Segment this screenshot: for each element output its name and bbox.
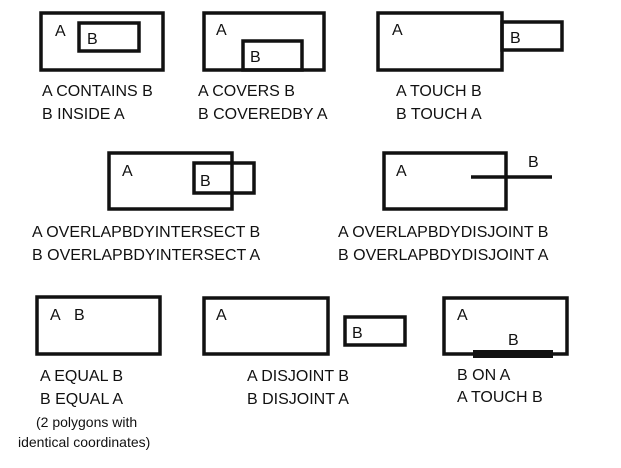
polygon-b xyxy=(343,315,407,347)
panel-overlap-intersect: A B A OVERLAPBDYINTERSECT B B OVERLAPBDY… xyxy=(32,151,261,264)
caption-line-2: B OVERLAPBDYDISJOINT A xyxy=(338,247,549,264)
caption-line-1: A OVERLAPBDYDISJOINT B xyxy=(338,224,548,241)
panel-disjoint: A B A DISJOINT B B DISJOINT A xyxy=(202,296,407,408)
label-a: A xyxy=(392,22,403,39)
caption-line-1: A DISJOINT B xyxy=(247,368,349,385)
label-b: B xyxy=(510,30,521,47)
caption-line-2: B OVERLAPBDYINTERSECT A xyxy=(32,247,261,264)
panel-covers: A B A COVERS B B COVEREDBY A xyxy=(198,11,328,123)
polygon-a-and-b xyxy=(35,295,162,356)
label-b: B xyxy=(87,31,98,48)
line-b xyxy=(473,350,553,358)
note-line-1: (2 polygons with xyxy=(36,414,137,430)
caption-line-2: B DISJOINT A xyxy=(247,391,349,408)
panel-equal: A B A EQUAL B B EQUAL A (2 polygons with… xyxy=(18,295,162,450)
caption-line-2: B INSIDE A xyxy=(42,106,125,123)
label-b: B xyxy=(74,307,85,324)
polygon-a xyxy=(382,151,508,211)
polygon-b xyxy=(500,20,564,52)
label-a: A xyxy=(50,307,61,324)
panel-contains: A B A CONTAINS B B INSIDE A xyxy=(39,11,165,123)
panel-touch: A B A TOUCH B B TOUCH A xyxy=(376,11,564,123)
caption-line-1: A CONTAINS B xyxy=(42,83,153,100)
polygon-b xyxy=(192,161,256,195)
label-a: A xyxy=(457,307,468,324)
note-line-2: identical coordinates) xyxy=(18,434,150,450)
caption-line-2: A TOUCH B xyxy=(457,389,543,406)
label-a: A xyxy=(396,163,407,180)
caption-line-1: B ON A xyxy=(457,367,511,384)
panel-overlap-disjoint: A B A OVERLAPBDYDISJOINT B B OVERLAPBDYD… xyxy=(338,151,552,264)
label-b: B xyxy=(250,49,261,66)
caption-line-2: B TOUCH A xyxy=(396,106,482,123)
caption-line-1: A TOUCH B xyxy=(396,83,482,100)
polygon-a xyxy=(202,296,330,356)
label-a: A xyxy=(122,163,133,180)
polygon-b xyxy=(77,21,141,53)
label-b: B xyxy=(508,332,519,349)
panel-on: A B B ON A A TOUCH B xyxy=(442,296,569,406)
caption-line-2: B COVEREDBY A xyxy=(198,106,328,123)
label-b: B xyxy=(200,173,211,190)
caption-line-1: A COVERS B xyxy=(198,83,295,100)
caption-line-2: B EQUAL A xyxy=(40,391,123,408)
label-a: A xyxy=(216,307,227,324)
caption-line-1: A OVERLAPBDYINTERSECT B xyxy=(32,224,260,241)
label-b: B xyxy=(528,154,539,171)
label-a: A xyxy=(216,22,227,39)
polygon-a xyxy=(39,11,165,72)
label-a: A xyxy=(55,23,66,40)
polygon-a xyxy=(107,151,234,211)
caption-line-1: A EQUAL B xyxy=(40,368,123,385)
polygon-b xyxy=(241,39,304,72)
label-b: B xyxy=(352,325,363,342)
